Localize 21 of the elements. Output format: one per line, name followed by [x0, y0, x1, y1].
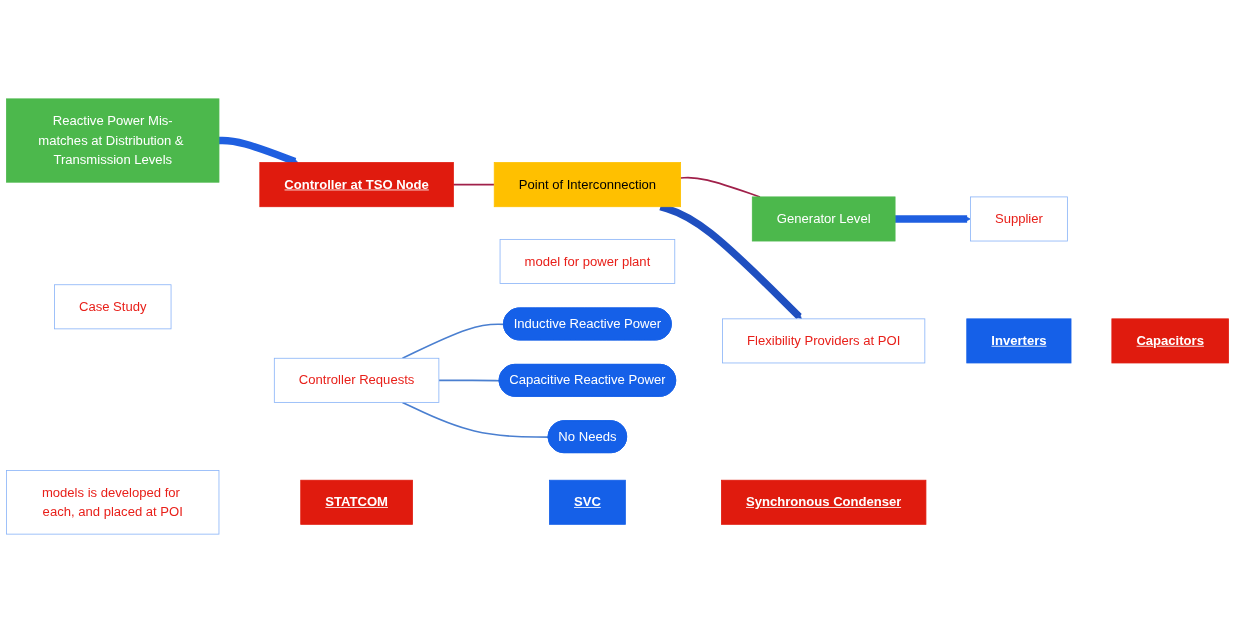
- connector: [452, 183, 496, 186]
- node-box: Reactive Power Mis-matches at Distribution & Transmission Levels: [6, 98, 220, 183]
- node-box: Inverters: [966, 318, 1072, 364]
- node-box: Supplier: [970, 196, 1068, 242]
- arrow: [218, 136, 299, 165]
- node-box: Point of Interconnection: [493, 162, 681, 208]
- node-box: Controller Requests: [273, 357, 440, 403]
- node-box: Capacitors: [1111, 318, 1229, 364]
- node-box: model for power plant: [499, 239, 676, 284]
- connector: [401, 323, 505, 360]
- node-box: Case Study: [54, 284, 172, 330]
- node-box: Flexibility Providers at POI: [722, 318, 926, 364]
- arrow: [895, 215, 971, 223]
- node-box: SVC: [549, 479, 626, 525]
- connector: [401, 401, 550, 438]
- node-box: Synchronous Condenser: [721, 479, 927, 525]
- node-box: Generator Level: [751, 196, 896, 242]
- node-box: STATCOM: [300, 479, 413, 525]
- node-box: models is developed for each, and placed at POI: [6, 470, 220, 535]
- connector: [438, 379, 501, 382]
- node-box: Controller at TSO Node: [259, 162, 454, 208]
